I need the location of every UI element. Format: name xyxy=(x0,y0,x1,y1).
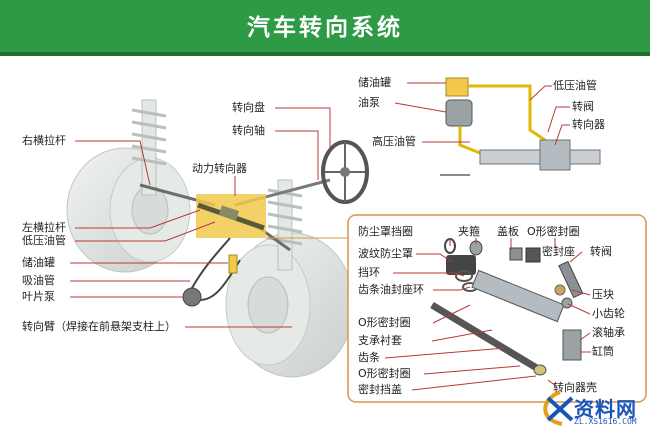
label-o-ring-mid: O形密封圈 xyxy=(358,316,411,329)
label-rotary-valve-top: 转阀 xyxy=(572,100,594,113)
label-seal-cover: 密封挡盖 xyxy=(358,383,402,396)
main-leaders xyxy=(70,107,331,328)
label-low-pressure-hose: 低压油管 xyxy=(22,234,66,247)
label-rack-seal-ring: 齿条油封座环 xyxy=(358,283,424,296)
label-o-ring-top: O形密封圈 xyxy=(527,225,580,238)
label-vane-pump: 叶片泵 xyxy=(22,290,55,303)
label-o-ring-low: O形密封圈 xyxy=(358,367,411,380)
exploded-parts xyxy=(430,238,584,376)
label-rack: 齿条 xyxy=(358,351,380,364)
watermark-brand: 资料网 xyxy=(574,397,637,421)
top-right-leaders xyxy=(394,82,570,146)
label-gear-housing: 转向器壳 xyxy=(553,381,597,394)
top-mini-system xyxy=(440,77,601,176)
label-steering-gear-top: 转向器 xyxy=(572,118,605,131)
label-support-bushing: 支承衬套 xyxy=(358,334,402,347)
label-low-pressure-hose-top: 低压油管 xyxy=(553,79,597,92)
label-clamp: 夹箍 xyxy=(458,225,480,238)
label-roller-bearing: 滚轴承 xyxy=(592,326,625,339)
reservoir-small xyxy=(228,254,238,274)
steering-wheel xyxy=(321,140,369,204)
label-steering-wheel: 转向盘 xyxy=(232,101,265,114)
title-banner xyxy=(0,0,650,56)
label-dust-boot-retainer: 防尘罩挡圈 xyxy=(358,225,413,238)
label-retaining-ring: 挡环 xyxy=(358,266,380,279)
label-reservoir: 储油罐 xyxy=(22,256,55,269)
label-bellows-boot: 波纹防尘罩 xyxy=(358,247,413,260)
label-pressure-block: 压块 xyxy=(592,288,614,301)
label-rotary-valve: 转阀 xyxy=(590,245,612,258)
label-left-tie-rod: 左横拉杆 xyxy=(22,221,66,234)
inset-leaders xyxy=(384,238,591,391)
watermark-url: ZL.XS1616.COM xyxy=(574,417,637,426)
label-high-pressure-hose: 高压油管 xyxy=(372,135,416,148)
label-right-tie-rod: 右横拉杆 xyxy=(22,134,66,147)
label-power-steering-gear: 动力转向器 xyxy=(192,162,247,175)
rack-assembly xyxy=(197,202,265,231)
label-oil-pump: 油泵 xyxy=(358,96,380,109)
label-pinion: 小齿轮 xyxy=(592,307,625,320)
label-reservoir-top: 储油罐 xyxy=(358,76,391,89)
label-steering-arm: 转向臂（焊接在前悬架支柱上） xyxy=(22,320,176,333)
left-strut-spring xyxy=(131,99,167,196)
label-seal-seat: 密封座 xyxy=(542,245,575,258)
right-wheel xyxy=(225,232,355,378)
label-cylinder: 缸筒 xyxy=(592,345,614,358)
left-wheel xyxy=(66,147,191,273)
label-cover-plate: 盖板 xyxy=(497,225,519,238)
diagram-title: 汽车转向系统 xyxy=(247,15,403,41)
label-suction-hose: 吸油管 xyxy=(22,274,55,287)
label-steering-shaft: 转向轴 xyxy=(232,124,265,137)
watermark-logo-icon xyxy=(543,390,574,426)
